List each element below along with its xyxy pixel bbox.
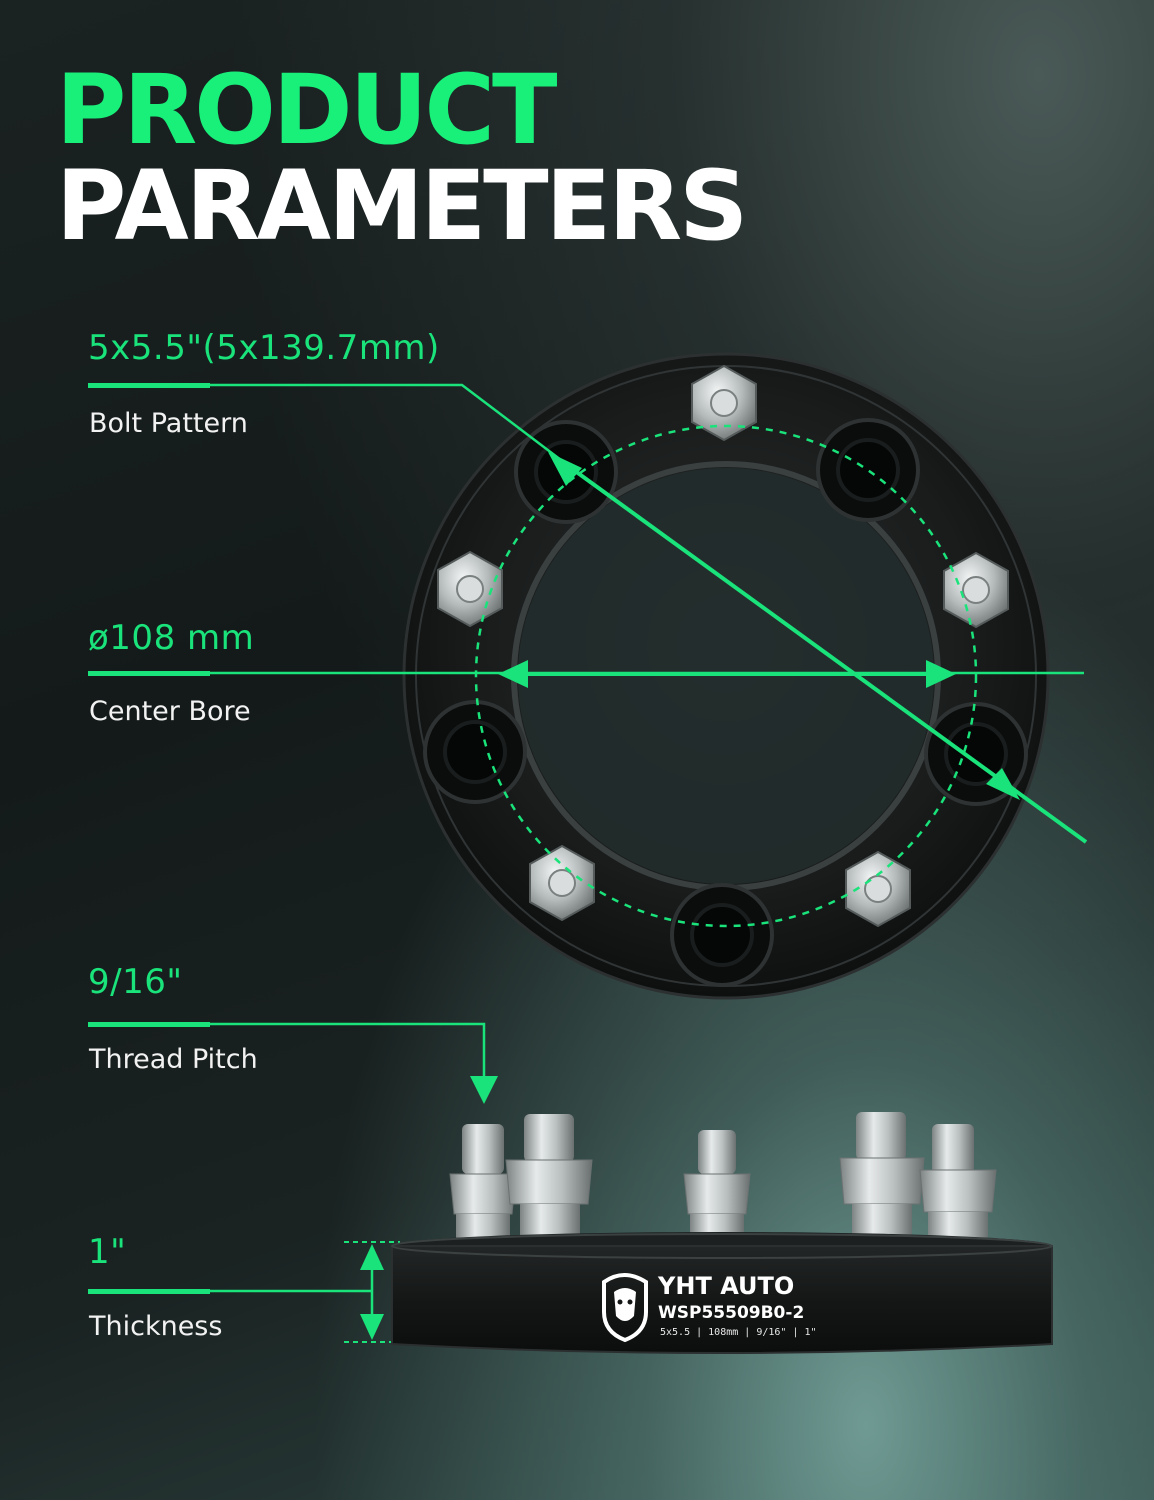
spacer-specs-line: 5x5.5 | 108mm | 9/16" | 1" bbox=[660, 1327, 817, 1338]
bolt-holes bbox=[423, 418, 1028, 987]
thickness-bar bbox=[88, 1289, 210, 1294]
spacer-side-view bbox=[391, 1112, 1053, 1354]
stud bbox=[449, 1124, 517, 1244]
thread-pitch-value: 9/16" bbox=[88, 962, 183, 1002]
thickness-label: Thickness bbox=[89, 1311, 223, 1342]
thread-pitch-callout bbox=[210, 1022, 486, 1082]
lug-nut bbox=[845, 850, 911, 928]
bolt-hole bbox=[670, 883, 774, 987]
bolt-pattern-value: 5x5.5"(5x139.7mm) bbox=[88, 328, 440, 368]
bolt-hole bbox=[816, 418, 920, 522]
arrowhead bbox=[498, 660, 528, 688]
stud bbox=[505, 1114, 593, 1244]
stud bbox=[919, 1124, 997, 1246]
lug-nut bbox=[691, 364, 757, 442]
model-number: WSP55509B0-2 bbox=[658, 1303, 804, 1323]
center-bore-label: Center Bore bbox=[89, 696, 251, 727]
bolt-circle-dashed bbox=[474, 424, 978, 928]
lug-nut bbox=[529, 844, 595, 922]
arrowheads bbox=[360, 452, 1020, 1340]
arrowhead bbox=[548, 452, 582, 486]
title-line-1: PRODUCT bbox=[56, 54, 557, 166]
arrowhead bbox=[360, 1314, 384, 1340]
title-line-2: PARAMETERS bbox=[56, 150, 748, 262]
lion-head-shield-icon bbox=[602, 1273, 648, 1343]
lug-nut bbox=[943, 551, 1009, 629]
thickness-value: 1" bbox=[88, 1232, 127, 1272]
center-bore-value: ø108 mm bbox=[88, 618, 255, 658]
stud bbox=[683, 1130, 751, 1238]
bolt-pattern-label: Bolt Pattern bbox=[89, 408, 248, 439]
arrowhead bbox=[986, 768, 1020, 800]
arrowhead bbox=[926, 660, 956, 688]
bolt-hole bbox=[423, 700, 527, 804]
thread-pitch-bar bbox=[88, 1022, 210, 1027]
center-bore-bar bbox=[88, 671, 210, 676]
brand-name: YHT AUTO bbox=[657, 1272, 794, 1300]
arrowhead bbox=[470, 1076, 498, 1104]
thread-pitch-label: Thread Pitch bbox=[89, 1044, 258, 1075]
bolt-pattern-callout bbox=[210, 383, 591, 483]
bolt-pattern-bar bbox=[88, 383, 210, 388]
stud bbox=[839, 1112, 925, 1246]
arrowhead bbox=[360, 1244, 384, 1270]
